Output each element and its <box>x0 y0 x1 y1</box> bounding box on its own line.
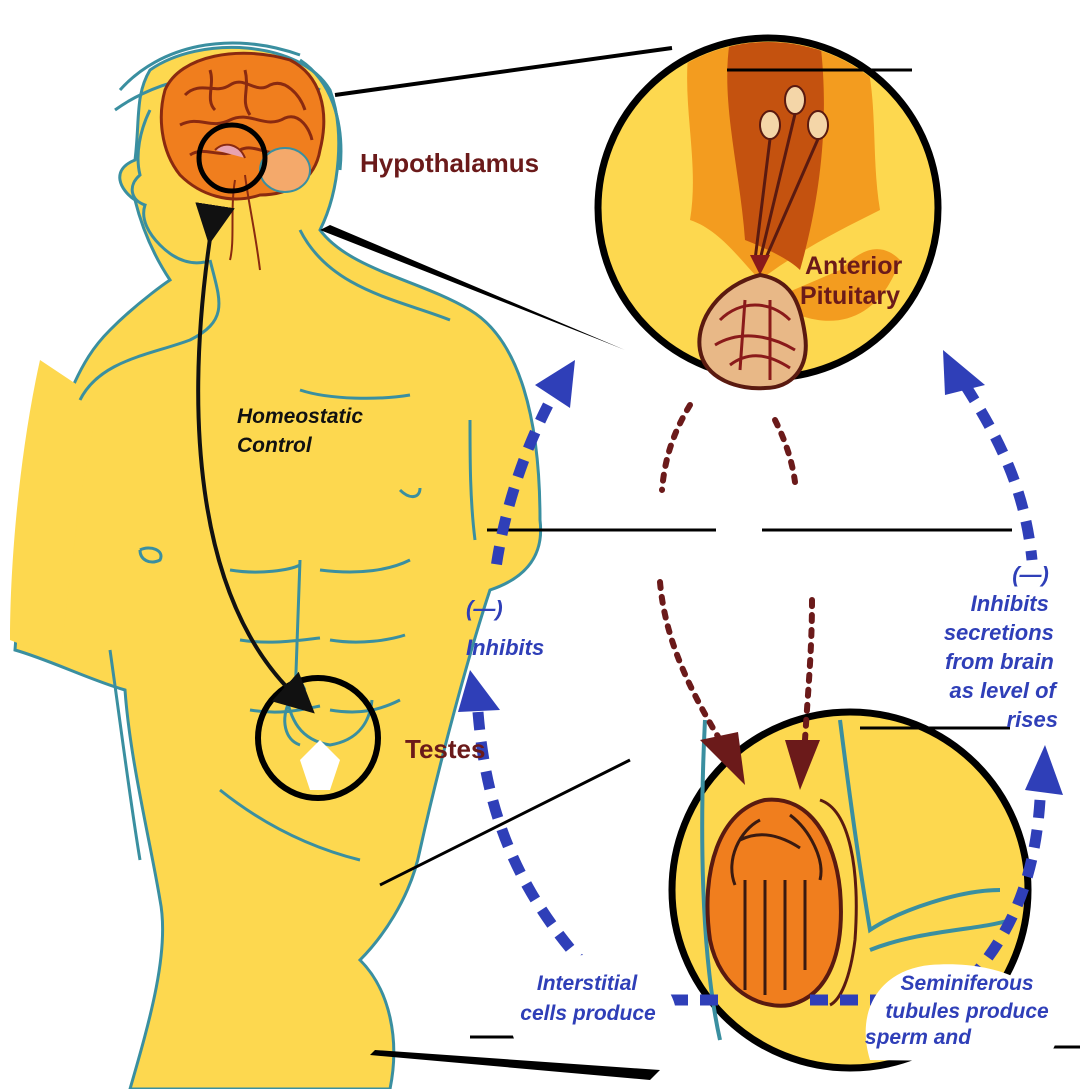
homeostatic-control-label-line2: Control <box>237 434 313 457</box>
connector-line <box>335 48 672 95</box>
pituitary-hormone-arrows <box>660 405 812 740</box>
right-inhibits-line1: Inhibits <box>971 591 1049 616</box>
right-inhibits-line4: as level of <box>949 678 1058 703</box>
right-inhibits-line5: rises <box>1007 707 1058 732</box>
interstitial-label-line1: Interstitial <box>537 972 639 995</box>
interstitial-label-line2: cells produce <box>520 1002 656 1025</box>
hypothalamus-label: Hypothalamus <box>360 148 539 178</box>
right-inhibits-sign: (—) <box>1012 562 1049 587</box>
seminiferous-label-line2: tubules produce <box>885 1000 1049 1023</box>
pituitary-inset <box>598 38 938 388</box>
human-figure <box>10 43 541 1089</box>
testes-label: Testes <box>405 734 485 764</box>
anterior-pituitary-label-line2: Pituitary <box>800 282 900 310</box>
connector-wedge <box>370 1050 660 1080</box>
body-silhouette <box>15 47 541 1089</box>
anterior-pituitary-label-line1: Anterior <box>805 252 903 280</box>
right-inhibits-label: (—) Inhibits secretions from brain as le… <box>944 562 1062 732</box>
right-inhibits-line2: secretions <box>944 620 1054 645</box>
seminiferous-label-line3: sperm and <box>865 1026 972 1049</box>
left-inhibits-text: Inhibits <box>466 635 544 660</box>
arrowhead <box>943 350 985 395</box>
seminiferous-label-line1: Seminiferous <box>901 972 1034 995</box>
arrowhead <box>535 360 575 408</box>
right-inhibits-line3: from brain <box>945 649 1054 674</box>
testis <box>707 800 840 1006</box>
left-inhibits-sign: (—) <box>466 596 503 621</box>
homeostatic-control-label-line1: Homeostatic <box>237 405 363 428</box>
arrowhead <box>1025 745 1063 795</box>
